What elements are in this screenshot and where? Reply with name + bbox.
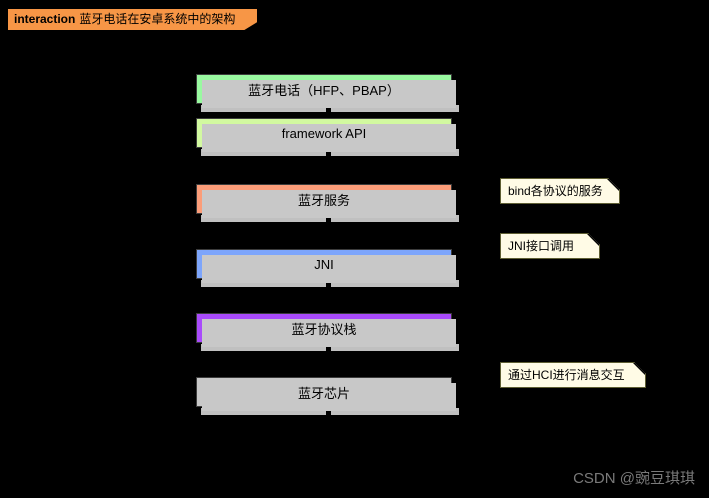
lifeline-label: 蓝牙协议栈 [291, 321, 357, 337]
activation-bar-left-segment [201, 280, 326, 287]
lifeline-activation-bar [201, 149, 459, 156]
lifeline-label: 蓝牙服务 [297, 192, 350, 208]
lifeline-head-box[interactable]: 蓝牙芯片 [196, 377, 456, 411]
lifeline-activation-bar [201, 215, 459, 222]
lifeline-activation-bar [201, 344, 459, 351]
note-text: JNI接口调用 [508, 239, 575, 253]
frame-title: 蓝牙电话在安卓系统中的架构 [79, 12, 236, 26]
lifeline-activation-bar [201, 408, 459, 415]
lifeline-4[interactable]: 蓝牙协议栈 [196, 313, 459, 351]
note-folded-corner-icon [633, 363, 645, 375]
note-folded-corner-icon [587, 234, 599, 246]
note-folded-corner-icon [607, 179, 619, 191]
lifeline-activation-bar [201, 280, 459, 287]
activation-bar-left-segment [201, 215, 326, 222]
watermark: CSDN @豌豆琪琪 [573, 470, 695, 487]
activation-bar-right-segment [331, 215, 459, 222]
activation-bar-left-segment [201, 408, 326, 415]
lifeline-label: 蓝牙电话（HFP、PBAP） [248, 82, 400, 98]
activation-bar-right-segment [331, 408, 459, 415]
activation-bar-right-segment [331, 344, 459, 351]
lifeline-0[interactable]: 蓝牙电话（HFP、PBAP） [196, 74, 459, 112]
activation-bar-left-segment [201, 344, 326, 351]
lifeline-label: 蓝牙芯片 [297, 385, 350, 401]
lifeline-3[interactable]: JNI [196, 249, 459, 287]
frame-keyword: interaction [14, 12, 76, 26]
activation-bar-right-segment [331, 105, 459, 112]
activation-bar-right-segment [331, 280, 459, 287]
lifeline-head-box[interactable]: 蓝牙协议栈 [196, 313, 456, 347]
note-callout-2[interactable]: 通过HCI进行消息交互 [500, 362, 646, 388]
activation-bar-left-segment [201, 105, 326, 112]
lifeline-1[interactable]: framework API [196, 118, 459, 156]
lifeline-head-box[interactable]: framework API [196, 118, 456, 152]
lifeline-head-box[interactable]: 蓝牙服务 [196, 184, 456, 218]
activation-bar-right-segment [331, 149, 459, 156]
lifeline-head-box[interactable]: 蓝牙电话（HFP、PBAP） [196, 74, 456, 108]
lifeline-2[interactable]: 蓝牙服务 [196, 184, 459, 222]
lifeline-label: framework API [281, 125, 367, 141]
note-text: 通过HCI进行消息交互 [508, 368, 625, 382]
lifeline-activation-bar [201, 105, 459, 112]
lifeline-head-box[interactable]: JNI [196, 249, 456, 283]
lifeline-label: JNI [314, 256, 334, 272]
activation-bar-left-segment [201, 149, 326, 156]
frame-header-tab: interaction 蓝牙电话在安卓系统中的架构 [8, 9, 257, 30]
note-callout-0[interactable]: bind各协议的服务 [500, 178, 620, 204]
lifeline-5[interactable]: 蓝牙芯片 [196, 377, 459, 415]
note-callout-1[interactable]: JNI接口调用 [500, 233, 600, 259]
note-text: bind各协议的服务 [508, 184, 603, 198]
